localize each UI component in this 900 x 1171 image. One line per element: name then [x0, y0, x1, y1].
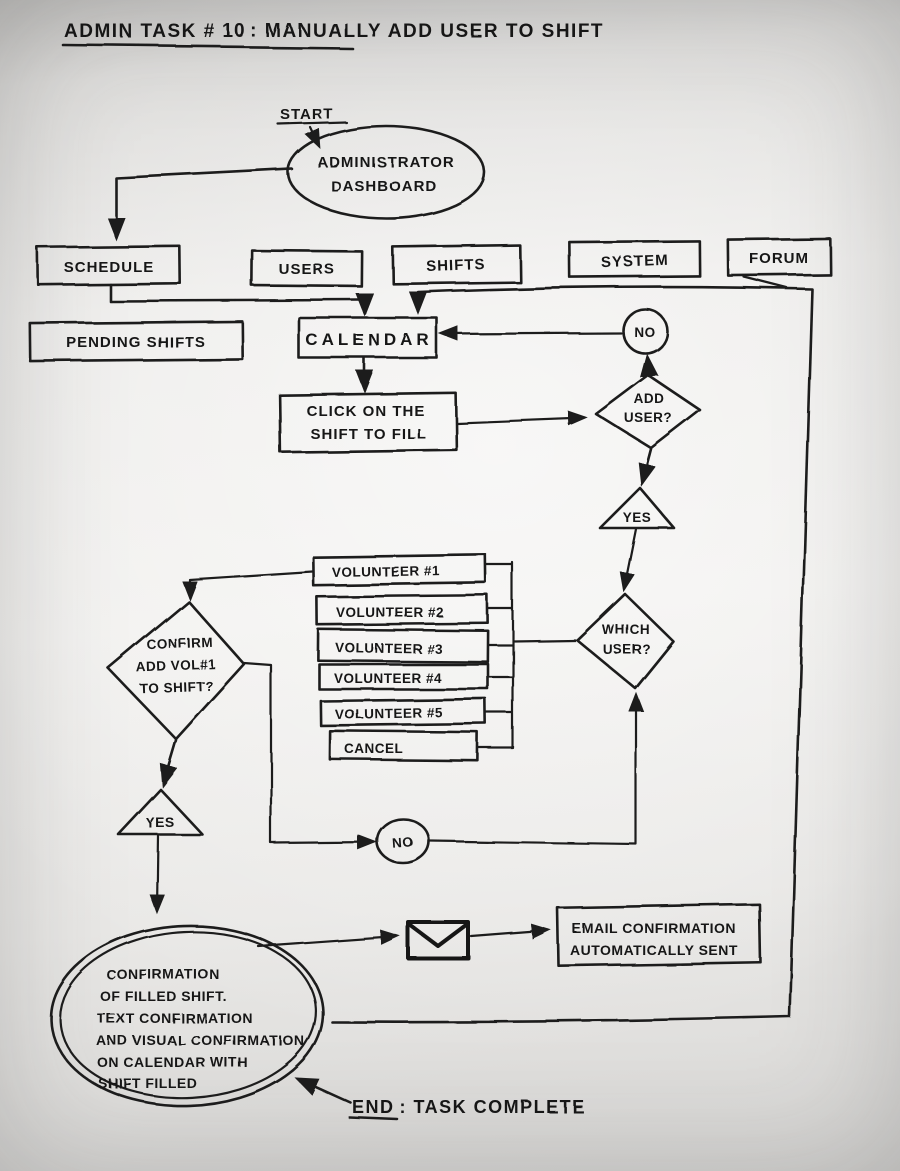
email-note-line-1: EMAIL CONFIRMATION — [572, 920, 736, 936]
pending-shifts-label: PENDING SHIFTS — [66, 334, 206, 351]
edge-schedule-to-calendar — [108, 282, 375, 317]
volunteer-4-label: VOLUNTEER #4 — [334, 671, 442, 686]
edge-dashboard-to-schedule — [106, 167, 294, 241]
start-underline — [276, 120, 348, 126]
edge-no-to-whichuser — [428, 691, 644, 846]
email-note-node — [556, 902, 762, 968]
forum-label: FORUM — [749, 250, 809, 267]
edge-click-to-adduser — [455, 410, 589, 427]
confirmation-line-1: CONFIRMATION — [106, 966, 220, 982]
edge-forum-stub — [742, 275, 789, 290]
shifts-node — [391, 243, 522, 286]
forum-node — [726, 237, 832, 277]
edge-no-to-calendar — [438, 326, 623, 342]
confirm-no-label: NO — [392, 834, 414, 850]
volunteer-5-label: VOLUNTEER #5 — [335, 705, 443, 722]
end-label-rest: : TASK COMPLETE — [400, 1097, 586, 1117]
edge-confirm-to-no — [242, 661, 378, 850]
start-label: START — [280, 106, 334, 123]
edge-confirmation-to-envelope — [256, 929, 401, 948]
volunteer-3-node — [316, 627, 490, 664]
add-user-yes-node — [598, 486, 676, 530]
confirmation-end-node-inner — [59, 930, 317, 1100]
edge-start-to-dashboard — [304, 125, 321, 149]
system-node — [568, 240, 702, 279]
edge-end-to-confirmation — [294, 1077, 353, 1105]
calendar-node — [297, 316, 439, 360]
edge-adduser-to-no — [639, 353, 659, 378]
edge-adduser-to-yes — [638, 447, 656, 487]
click-shift-label-1: CLICK ON THE — [307, 403, 426, 420]
add-user-label-2: USER? — [624, 410, 672, 425]
confirmation-line-4: AND VISUAL CONFIRMATION — [96, 1032, 305, 1048]
click-shift-label-2: SHIFT TO FILL — [311, 426, 428, 443]
edge-confirm-to-yes — [159, 738, 178, 788]
shifts-label: SHIFTS — [426, 256, 486, 275]
pending-shifts-node — [28, 319, 244, 363]
confirm-label-2: ADD VOL#1 — [135, 657, 216, 675]
title-underline — [61, 43, 354, 50]
volunteer-4-node — [317, 662, 490, 691]
confirmation-line-2: OF FILLED SHIFT. — [100, 988, 227, 1004]
users-node — [250, 249, 364, 288]
dashboard-node — [286, 124, 486, 220]
users-label: USERS — [279, 261, 336, 278]
system-label: SYSTEM — [601, 252, 669, 271]
envelope-flap — [408, 923, 468, 948]
add-user-no-label: NO — [634, 325, 655, 340]
confirmation-line-6: SHIFT FILLED — [98, 1075, 197, 1091]
which-user-decision-node — [575, 592, 675, 690]
page-title-rest: : MANUALLY ADD USER TO SHIFT — [251, 21, 604, 42]
which-user-label-1: WHICH — [602, 622, 650, 637]
edge-yes-to-confirmation — [149, 833, 165, 915]
schedule-label: SCHEDULE — [64, 259, 155, 276]
volunteer-3-label: VOLUNTEER #3 — [335, 640, 443, 657]
add-user-yes-label: YES — [623, 510, 652, 525]
calendar-label: CALENDAR — [305, 330, 432, 349]
confirm-yes-node — [116, 787, 204, 836]
edge-yes-to-whichuser — [619, 527, 638, 593]
confirm-label-1: CONFIRM — [146, 635, 213, 652]
edge-volunteer1-to-confirm — [181, 569, 314, 601]
volunteer-1-label: VOLUNTEER #1 — [332, 563, 440, 580]
end-underline — [348, 1116, 400, 1122]
edge-envelope-to-email — [469, 923, 552, 939]
which-user-label-2: USER? — [603, 642, 651, 657]
confirmation-end-node-outer — [49, 924, 325, 1108]
add-user-label-1: ADD — [634, 391, 665, 406]
end-label-underlined: END — [352, 1097, 395, 1117]
dashboard-label-1: ADMINISTRATOR — [317, 154, 454, 171]
page-title: ADMIN TASK # 10: MANUALLY ADD USER TO SH… — [64, 21, 604, 42]
end-label: END: TASK COMPLETE — [352, 1097, 586, 1117]
confirmation-line-5: ON CALENDAR WITH — [97, 1054, 248, 1070]
edge-options-bracket — [477, 561, 577, 750]
email-note-line-2: AUTOMATICALLY SENT — [570, 942, 738, 958]
edge-loop-back-to-calendar — [330, 285, 814, 1024]
confirm-label-3: TO SHIFT? — [140, 679, 214, 697]
volunteer-2-label: VOLUNTEER #2 — [336, 605, 444, 620]
cancel-node — [328, 730, 480, 762]
envelope-icon — [406, 920, 470, 960]
page-title-underlined: ADMIN TASK # 10 — [64, 21, 247, 42]
click-shift-node — [278, 391, 458, 454]
add-user-no-node — [621, 307, 669, 355]
confirm-yes-label: YES — [145, 814, 175, 830]
cancel-label: CANCEL — [344, 741, 403, 756]
volunteer-5-node — [319, 697, 488, 728]
dashboard-label-2: DASHBOARD — [331, 178, 438, 195]
confirmation-line-3: TEXT CONFIRMATION — [97, 1010, 253, 1026]
